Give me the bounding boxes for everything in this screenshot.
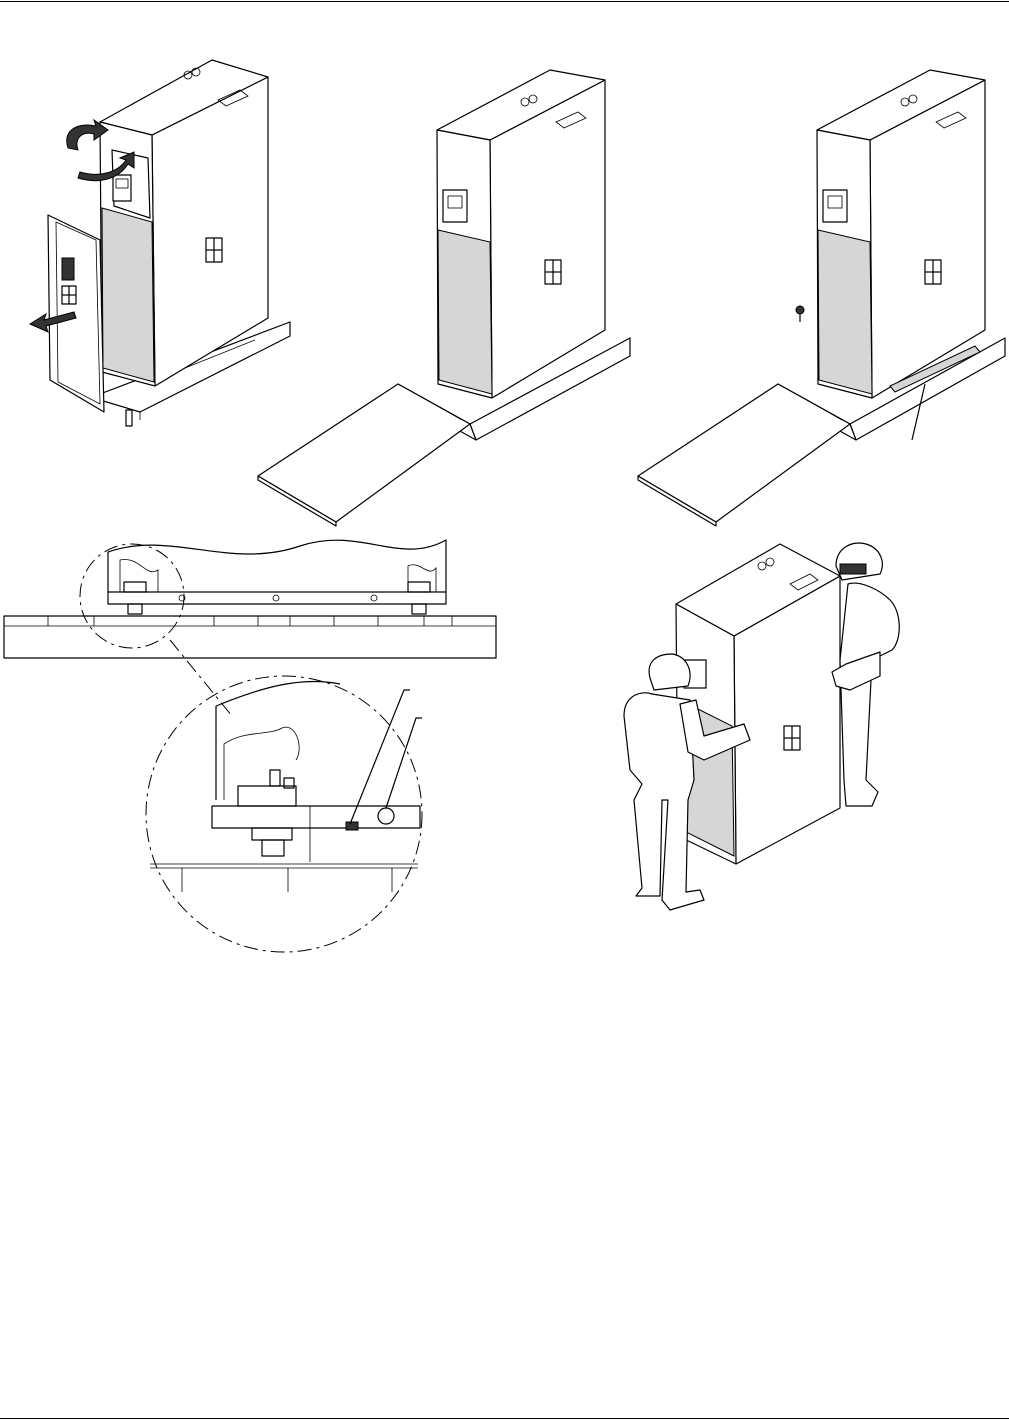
- display-panel: [443, 190, 467, 222]
- vent-icon: [62, 258, 74, 280]
- bolt-icon: [346, 822, 358, 830]
- safety-glasses-icon: [840, 564, 866, 574]
- pallet-side: [4, 616, 496, 658]
- leader-line: [386, 718, 422, 808]
- figure-2-ramp-attached: [258, 70, 630, 526]
- ramp: [638, 384, 850, 522]
- bracket-detail: [212, 806, 420, 828]
- front-shaded-panel: [438, 230, 492, 394]
- ramp: [258, 384, 470, 522]
- figure-1-remove-front-panel: [30, 60, 290, 426]
- leader-line: [350, 690, 410, 824]
- person-right: [832, 543, 899, 806]
- display-panel: [823, 190, 847, 222]
- mounting-bracket: [108, 592, 446, 604]
- front-shaded-panel: [102, 208, 154, 382]
- front-shaded-panel: [818, 230, 872, 394]
- figure-3-remove-bracket-bolts: [638, 70, 1005, 526]
- figure-4-bracket-detail: [4, 540, 496, 952]
- figure-5-two-person-lift: [624, 543, 899, 910]
- bolt-icon: [796, 306, 804, 314]
